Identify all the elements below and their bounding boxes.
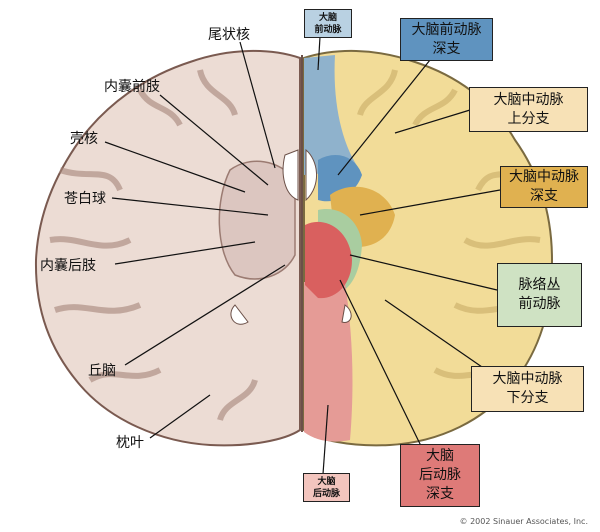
box-mca-superior: 大脑中动脉 上分支 <box>469 87 588 132</box>
box-mca-deep: 大脑中动脉 深支 <box>500 166 588 208</box>
right-cortex-gyri <box>357 69 541 383</box>
left-leader-lines <box>104 41 286 439</box>
right-leader-lines <box>317 36 501 475</box>
pca-deep-territory <box>305 221 352 299</box>
aca-territory <box>304 55 360 175</box>
label-caudate: 尾状核 <box>208 27 250 43</box>
box-mca-inferior: 大脑中动脉 下分支 <box>471 366 584 412</box>
label-putamen: 壳核 <box>70 131 98 147</box>
label-internal-capsule-posterior: 内囊后肢 <box>40 258 96 274</box>
left-ventricle <box>230 149 299 325</box>
right-hemisphere-mca-territory <box>303 49 554 447</box>
left-hemisphere <box>34 49 301 447</box>
copyright: © 2002 Sinauer Associates, Inc. <box>459 517 588 526</box>
box-anterior-choroidal: 脉络丛 前动脉 <box>497 263 582 327</box>
label-occipital-lobe: 枕叶 <box>116 435 144 451</box>
pca-territory <box>304 282 353 442</box>
box-aca-deep: 大脑前动脉 深支 <box>400 18 493 61</box>
left-cortex-gyri <box>49 69 258 422</box>
label-thalamus: 丘脑 <box>88 363 116 379</box>
label-internal-capsule-anterior: 内囊前肢 <box>104 79 160 95</box>
label-globus-pallidus: 苍白球 <box>64 191 106 207</box>
left-deep-nuclei <box>218 160 296 280</box>
right-ventricle <box>305 148 352 323</box>
box-pca-deep: 大脑 后动脉 深支 <box>400 444 480 507</box>
box-pca: 大脑 后动脉 <box>303 473 350 502</box>
box-aca: 大脑 前动脉 <box>304 9 352 38</box>
